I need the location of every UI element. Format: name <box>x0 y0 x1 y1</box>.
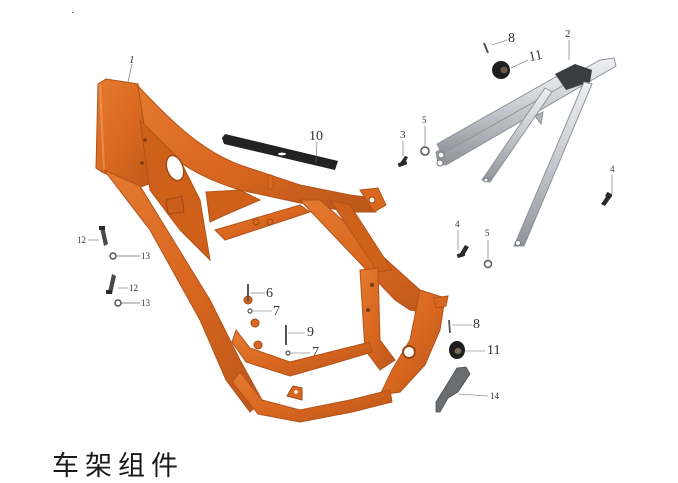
callout-7-upper: 7 <box>273 304 280 319</box>
callout-9: 9 <box>307 325 314 340</box>
callout-7-lower: 7 <box>312 345 319 360</box>
stray-mark <box>72 12 74 13</box>
subframe-bolt-upper[interactable] <box>397 141 408 167</box>
roller-lower[interactable] <box>449 341 485 359</box>
roller-upper[interactable] <box>492 59 529 79</box>
rubber-strip[interactable] <box>222 134 338 170</box>
main-frame[interactable] <box>95 63 449 423</box>
callout-2: 2 <box>565 28 571 40</box>
washer-upper[interactable] <box>420 126 430 156</box>
washer-lower[interactable] <box>483 240 493 269</box>
bolt-12-lower[interactable] <box>106 274 128 294</box>
callout-10: 10 <box>309 129 323 144</box>
callout-12-lower: 12 <box>129 283 138 293</box>
callout-8-lower: 8 <box>473 317 480 332</box>
callout-4-lower: 4 <box>455 219 460 229</box>
subframe-bolt-right[interactable] <box>601 175 613 206</box>
callout-12-upper: 12 <box>77 235 86 245</box>
callout-4-right: 4 <box>610 164 615 174</box>
callout-5-lower: 5 <box>485 228 490 238</box>
callout-14: 14 <box>490 391 499 401</box>
callout-11-upper: 11 <box>527 47 544 66</box>
rear-subframe[interactable] <box>435 40 617 247</box>
page-title: 车架组件 <box>52 451 184 482</box>
bolt-6[interactable] <box>247 284 265 302</box>
callout-5-upper: 5 <box>422 115 427 125</box>
callout-3: 3 <box>400 129 406 141</box>
callout-11-lower: 11 <box>487 343 501 358</box>
washer-13-upper[interactable] <box>109 252 140 260</box>
callout-13-lower: 13 <box>141 298 150 308</box>
nut-7-upper[interactable] <box>247 308 272 314</box>
nut-7-lower[interactable] <box>285 350 310 356</box>
pin-8-upper[interactable] <box>483 39 508 54</box>
bolt-9[interactable] <box>285 325 305 345</box>
callout-8-upper: 8 <box>508 31 515 46</box>
callout-6: 6 <box>266 286 273 301</box>
washer-13-lower[interactable] <box>114 299 140 307</box>
pin-8-lower[interactable] <box>448 319 472 334</box>
subframe-bolt-lower-left[interactable] <box>456 230 469 258</box>
chain-guide[interactable] <box>435 366 489 413</box>
callout-1: 1 <box>129 54 135 66</box>
callout-13-upper: 13 <box>141 251 150 261</box>
bolt-12-upper[interactable] <box>88 226 108 246</box>
